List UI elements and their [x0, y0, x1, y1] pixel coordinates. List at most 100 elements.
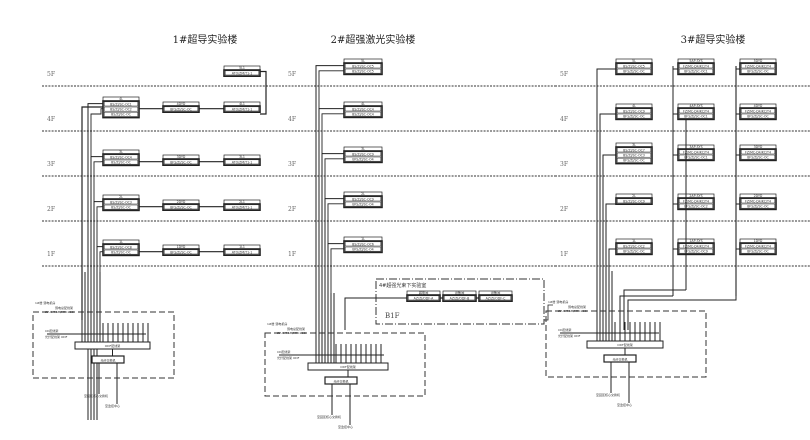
box-code-cell — [616, 63, 652, 69]
box-code-label: BS/ZJ/SC-OC1 — [110, 102, 132, 106]
box-header-label: 4L1 — [239, 102, 245, 106]
riser-cable — [81, 106, 103, 320]
box-code-label: FZ/MC-D4/KC/T4 — [683, 199, 709, 203]
box-code-label: BS/ZJ/SC-OC2 — [110, 108, 132, 112]
b3-cable-label-2: 至监控中心 — [617, 402, 632, 407]
box-code-cell — [678, 108, 714, 114]
box-code-label: BS/ZJ/SC-OC4 — [352, 107, 374, 111]
box-code-cell — [103, 111, 139, 117]
box-header-label: 1L — [632, 239, 636, 243]
box-code-label: AZ/ZJ/ODF-B — [450, 296, 470, 300]
b2-odf-label: ODF配线架 — [340, 364, 355, 369]
riser-cable — [87, 103, 103, 420]
b3-fiber-switch — [603, 354, 637, 363]
box-code-label: BS/ZJ/SC-OC9 — [352, 197, 374, 201]
box-body — [343, 240, 383, 254]
box-header-label: 3L1 — [239, 155, 245, 159]
box-code-label: ATO/ZM/T1-1 — [232, 107, 253, 111]
box-code-label: BS/ZJ/SC-OC9 — [623, 109, 645, 113]
box-code-cell — [103, 249, 139, 255]
box-code-label: BFS/ZJ/SC-OC — [170, 107, 192, 111]
box-code-cell — [344, 156, 382, 162]
b2-equipment-room-boundary — [264, 332, 426, 397]
box-code-cell — [344, 196, 382, 202]
box-code-label: BS/ZJ/SC-OC6 — [352, 242, 374, 246]
box-code-cell — [344, 63, 382, 69]
b3-cable-label-1: 至园区核心交换机 — [596, 392, 620, 397]
box-code-label: BS/ZJ/SC-OC5 — [352, 70, 374, 74]
riser-cable — [619, 295, 673, 330]
b1-odf-label: ODF配线架 — [105, 343, 120, 348]
box-code-label: BFS/ZJ/SC-OC — [170, 205, 192, 209]
box-code-cell — [678, 198, 714, 204]
b3-odf-label: ODF配线架 — [617, 342, 632, 347]
box-code-label: BFS/ZJ/SC-OC — [747, 70, 769, 74]
box-code-label: FZ/MC-D4/KC/T4 — [745, 199, 771, 203]
box-code-label: BS/ZJ/SC-OC — [111, 161, 131, 165]
box-code-cell — [740, 198, 776, 204]
box-code-cell — [616, 108, 652, 114]
floor-label-b2: 5F — [288, 71, 296, 78]
box-header-label: 弱电间 — [419, 290, 429, 295]
box-code-cell — [740, 68, 776, 74]
b1-cable-label-2: 至监控中心 — [105, 403, 120, 408]
floor-label-b2: 3F — [288, 161, 296, 168]
box-code-label: ATO/ZM/T1-1 — [232, 205, 253, 209]
box-code-label: BS/ZJ/SC-OC2 — [623, 244, 645, 248]
floor-label-b3: 3F — [560, 161, 568, 168]
box-code-cell — [678, 149, 714, 155]
box-header-label: 2L1 — [239, 200, 245, 204]
box-header-label: 3L — [119, 150, 123, 154]
box-code-cell — [163, 249, 199, 255]
box-header-label: 3DYD — [177, 155, 186, 159]
box-code-label: BFS/ZJ/SC-O4 — [352, 248, 373, 252]
box-code-label: BS/ZJ/SC-OC3 — [623, 154, 645, 158]
riser-cable — [627, 296, 737, 330]
box-code-label: ATO/ZM/T1-1 — [232, 250, 253, 254]
box-header-label: 1DYD — [177, 245, 186, 249]
box-code-cell — [344, 111, 382, 117]
box-code-label: BFS/ZJ/SC-O4 — [352, 158, 373, 162]
box-code-label: BFS/ZJ/SC-OC — [623, 70, 645, 74]
floor-label-b3: 2F — [560, 206, 568, 213]
box-code-cell — [224, 249, 260, 255]
box-code-cell — [224, 159, 260, 165]
box-code-cell — [224, 70, 260, 76]
box-code-cell — [103, 244, 139, 250]
box-header-label: 5L1 — [239, 66, 245, 70]
box-code-cell — [407, 295, 440, 301]
box-body — [102, 243, 140, 257]
floor-label-b1: 1F — [47, 251, 55, 258]
box-code-cell — [103, 154, 139, 160]
box-header-label: 4L — [632, 104, 636, 108]
box-code-label: BFS/ZJ/SC-OC — [747, 115, 769, 119]
box-code-label: BFS/ZJ/SC-OC — [747, 250, 769, 254]
floor-label-b1: 4F — [47, 116, 55, 123]
b3-panel-label-3: CD配线架 — [558, 327, 571, 332]
box-code-cell — [344, 151, 382, 157]
box-code-label: BFS/ZJ/SC-OC1 — [684, 115, 708, 119]
box-body — [343, 62, 383, 76]
b1-equipment-room-boundary — [32, 311, 175, 379]
box-header-label: 4DYD — [177, 102, 186, 106]
box-header-label: 2DYD — [177, 200, 186, 204]
box-header-label: 5DYD — [754, 59, 763, 63]
b1-panel-label-1: 弱电总配线架 — [55, 305, 73, 310]
box-code-label: FZ/MC-D4/KC/T4 — [745, 244, 771, 248]
b2-panel-label-4: 光纤配线架 ODF — [277, 355, 300, 360]
b2-panel-label-2: ZZ-D-T-SM/MM-96C — [277, 331, 306, 335]
box-code-label: BFS/ZJ/SC-OC9 — [684, 250, 708, 254]
